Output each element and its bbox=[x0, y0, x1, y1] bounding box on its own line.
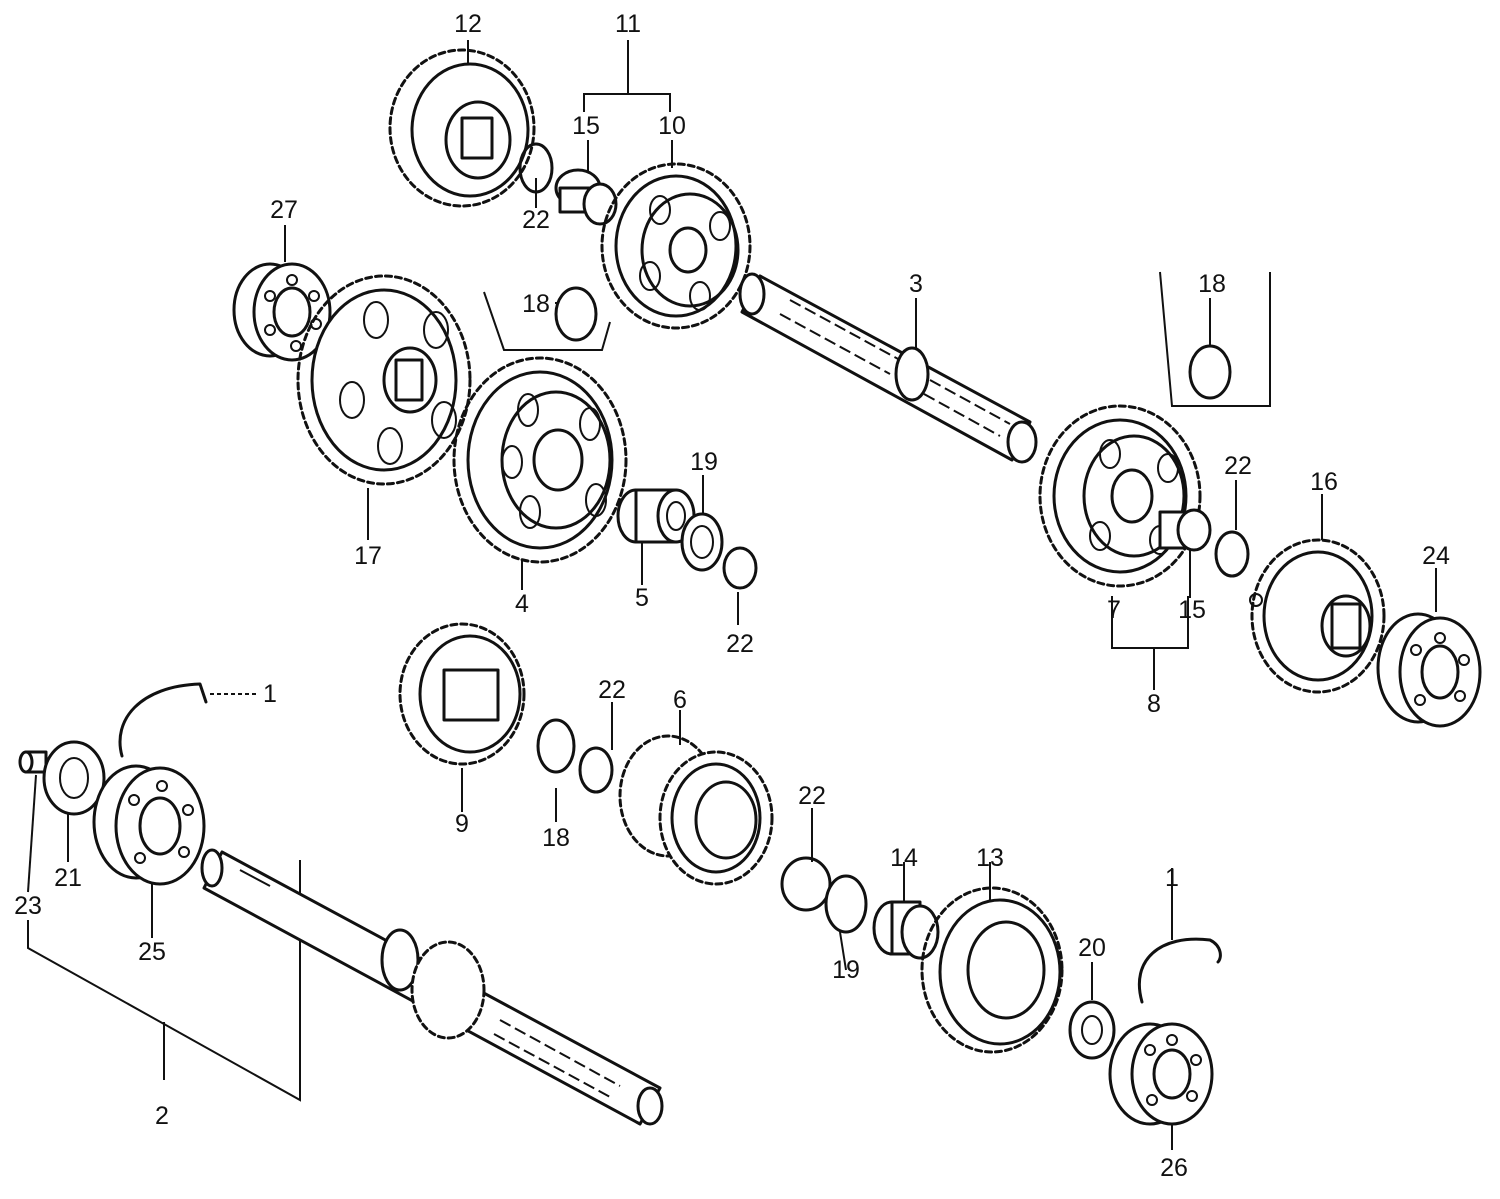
washer-19 bbox=[824, 874, 868, 934]
gear-12 bbox=[388, 48, 536, 208]
callout-1: 1 bbox=[263, 680, 277, 708]
callout-22: 22 bbox=[798, 782, 826, 810]
gear-13 bbox=[920, 886, 1064, 1054]
washer-20 bbox=[1068, 1000, 1116, 1060]
circlip-22 bbox=[722, 546, 758, 590]
washer-18 bbox=[536, 718, 576, 774]
bearing-25 bbox=[92, 764, 206, 886]
callout-18: 18 bbox=[522, 290, 550, 318]
circlip-22 bbox=[578, 746, 614, 794]
callout-22: 22 bbox=[598, 676, 626, 704]
callout-10: 10 bbox=[658, 112, 686, 140]
callout-16: 16 bbox=[1310, 468, 1338, 496]
callout-22: 22 bbox=[726, 630, 754, 658]
washer-19 bbox=[680, 512, 724, 572]
gear-9 bbox=[398, 622, 526, 766]
callout-9: 9 bbox=[455, 810, 469, 838]
gear-6 bbox=[618, 734, 774, 886]
callout-27: 27 bbox=[270, 196, 298, 224]
callout-20: 20 bbox=[1078, 934, 1106, 962]
callout-13: 13 bbox=[976, 844, 1004, 872]
circlip-22 bbox=[780, 856, 832, 912]
bearing-24 bbox=[1376, 612, 1482, 728]
circlip-22 bbox=[518, 142, 554, 194]
callout-3: 3 bbox=[909, 270, 923, 298]
callout-7: 7 bbox=[1107, 596, 1121, 624]
gear-4 bbox=[452, 356, 628, 564]
bearing-26 bbox=[1108, 1022, 1214, 1126]
set-ring-1 bbox=[118, 682, 208, 758]
callout-12: 12 bbox=[454, 10, 482, 38]
gear-17 bbox=[296, 274, 472, 486]
gear-16 bbox=[1249, 538, 1386, 694]
mainshaft-2 bbox=[200, 848, 664, 1126]
gear-7 bbox=[1038, 404, 1202, 588]
bushing-15 bbox=[1158, 508, 1212, 552]
callout-14: 14 bbox=[890, 844, 918, 872]
callout-1: 1 bbox=[1165, 864, 1179, 892]
callout-26: 26 bbox=[1160, 1154, 1188, 1182]
callout-15: 15 bbox=[572, 112, 600, 140]
washer-21 bbox=[42, 740, 106, 816]
callout-18: 18 bbox=[1198, 270, 1226, 298]
callout-5: 5 bbox=[635, 584, 649, 612]
washer-18 bbox=[554, 286, 598, 342]
callout-21: 21 bbox=[54, 864, 82, 892]
callout-24: 24 bbox=[1422, 542, 1450, 570]
dowel-pin-23 bbox=[18, 750, 48, 774]
callout-25: 25 bbox=[138, 938, 166, 966]
countershaft-3 bbox=[738, 272, 1038, 464]
callout-23: 23 bbox=[14, 892, 42, 920]
callout-11: 11 bbox=[615, 10, 641, 38]
callout-2: 2 bbox=[155, 1102, 169, 1130]
gear-10 bbox=[600, 162, 752, 330]
leader-lines bbox=[27, 40, 1437, 1150]
callout-22: 22 bbox=[1224, 452, 1252, 480]
bushing-14 bbox=[872, 900, 940, 960]
callout-19: 19 bbox=[690, 448, 718, 476]
circlip-22 bbox=[1214, 530, 1250, 578]
set-ring-1 bbox=[1137, 937, 1222, 1004]
bushing-5 bbox=[616, 488, 696, 544]
callout-17: 17 bbox=[354, 542, 382, 570]
part-callouts: 12 11 15 10 22 27 18 3 18 19 17 4 5 22 2… bbox=[14, 10, 1450, 1182]
callout-4: 4 bbox=[515, 590, 529, 618]
bushing-15 bbox=[554, 168, 618, 226]
callout-22: 22 bbox=[522, 206, 550, 234]
washer-18 bbox=[1188, 344, 1232, 400]
callout-19: 19 bbox=[832, 956, 860, 984]
bearing-27 bbox=[232, 262, 332, 362]
callout-15: 15 bbox=[1178, 596, 1206, 624]
callout-6: 6 bbox=[673, 686, 687, 714]
callout-18: 18 bbox=[542, 824, 570, 852]
callout-8: 8 bbox=[1147, 690, 1161, 718]
